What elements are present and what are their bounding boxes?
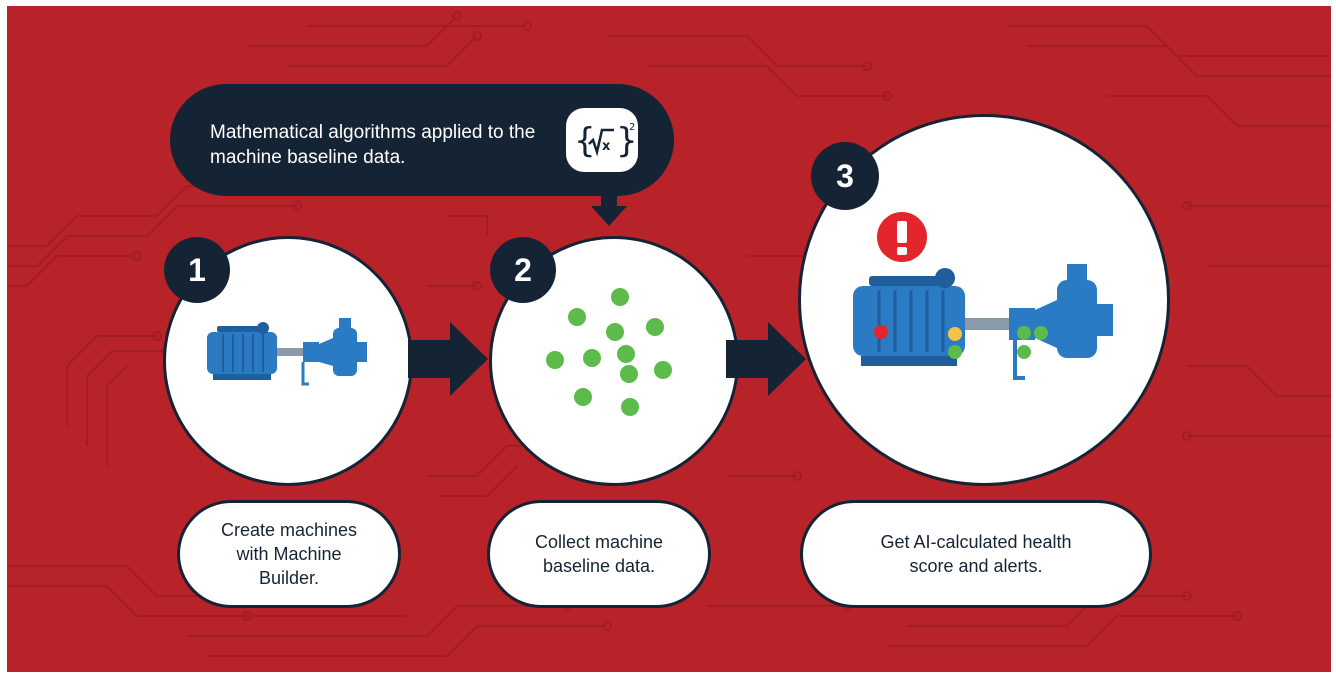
step-3-badge: 3 (811, 142, 879, 210)
step-2-caption: Collect machine baseline data. (487, 500, 711, 608)
svg-text:x: x (602, 139, 611, 154)
exclamation-icon (877, 212, 927, 262)
step-1-badge: 1 (164, 237, 230, 303)
infographic-canvas: Mathematical algorithms applied to the m… (7, 6, 1331, 672)
step-3-caption: Get AI-calculated health score and alert… (800, 500, 1152, 608)
svg-text:}: } (616, 121, 638, 161)
arrow-right-icon (408, 322, 488, 396)
pump-motor-alert-icon (853, 264, 1113, 380)
data-points-icon (546, 288, 672, 416)
circuit-background (7, 11, 1331, 657)
arrow-right-icon (726, 322, 806, 396)
step-3-caption-text: Get AI-calculated health score and alert… (880, 532, 1072, 576)
step-2-caption-text: Collect machine baseline data. (534, 532, 664, 576)
pump-motor-icon (207, 318, 367, 386)
step-1-caption: Create machines with Machine Builder. (177, 500, 401, 608)
step-2-badge: 2 (490, 237, 556, 303)
step-1-caption-text: Create machines with Machine Builder. (220, 520, 358, 588)
svg-text:{: { (574, 121, 596, 161)
algorithm-callout: Mathematical algorithms applied to the m… (170, 84, 674, 196)
square-root-formula-icon: { x } 2 (566, 108, 638, 172)
svg-text:2: 2 (629, 122, 635, 133)
callout-text: Mathematical algorithms applied to the m… (210, 122, 536, 168)
arrow-down-icon (591, 190, 627, 226)
